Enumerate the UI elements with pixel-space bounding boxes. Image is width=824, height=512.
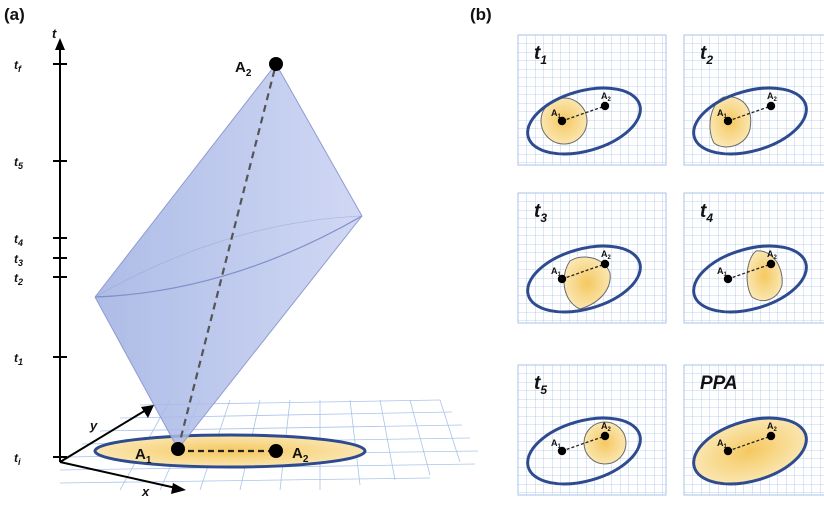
t-axis-ticks: tf t5 t4 t3 t2 t1 ti [14,58,67,467]
tile-t5: A1 A2 t5 [517,364,667,496]
tick-label: t1 [14,351,23,367]
boundary-ellipse [526,86,642,156]
point-a2 [600,259,610,269]
a2-label: A2 [767,421,778,433]
a1-label: A1 [551,438,562,450]
point-a2 [766,259,776,269]
tile-t3: A1 A2 t3 [517,192,667,324]
point-a1 [557,446,567,456]
space-time-prism [94,63,363,450]
t-axis-label: t [52,26,57,41]
point-a2 [600,101,610,111]
a2-base-label: A2 [292,445,309,465]
tick-label: tf [14,58,22,74]
point-a2 [766,101,776,111]
tile-title: t3 [534,201,547,225]
tick-label: ti [14,451,21,467]
tick-label: t4 [14,232,23,248]
a1-label: A1 [717,438,728,450]
panel-b-label: (b) [470,5,492,24]
tick-label: t2 [14,271,23,287]
x-axis-label: x [141,484,150,499]
tile-t4: A1 A2 t4 [683,192,824,324]
point-a1 [723,274,733,284]
boundary-ellipse [692,416,808,486]
a2-label: A2 [601,249,612,261]
tile-ppa: A1 A2 PPA [683,364,824,496]
tile-title: t1 [534,43,547,67]
a2-label: A2 [767,91,778,103]
a2-label: A2 [601,91,612,103]
tick-label: t3 [14,252,23,268]
point-a1 [723,116,733,126]
a2-top-label: A2 [235,59,252,79]
point-a1 [723,446,733,456]
tile-title: t5 [534,373,547,397]
tile-title: t2 [700,43,713,67]
point-a2 [766,431,776,441]
tile-title: PPA [700,373,738,394]
prism-axis-line [176,63,278,450]
a2-label: A2 [601,421,612,433]
a1-base-label: A1 [135,446,152,466]
a1-label: A1 [717,108,728,120]
point-a2 [600,431,610,441]
boundary-ellipse [526,416,642,486]
panel-a: (a) [4,5,479,499]
boundary-ellipse [692,244,808,314]
point-a1-base [171,442,185,456]
a1-label: A1 [551,266,562,278]
y-axis-label: y [89,418,98,433]
tick-label: t5 [14,155,24,171]
boundary-ellipse [692,86,808,156]
a1-label: A1 [717,266,728,278]
panel-a-label: (a) [4,5,25,24]
point-a1 [557,274,567,284]
tile-t2: A1 A2 t2 [683,34,824,166]
a1-label: A1 [551,108,562,120]
axes [55,38,186,494]
boundary-ellipse [526,244,642,314]
point-a2-base [269,444,283,458]
point-a2-top [269,57,283,71]
point-a1 [557,116,567,126]
tile-title: t4 [700,201,713,225]
a2-label: A2 [767,249,778,261]
tile-t1: A1 A2 t1 [517,34,667,166]
panel-b: (b) A1A2t1A1A2t2A1A2t3A1A2t4A1A2t5A1A2PP… [470,5,824,496]
